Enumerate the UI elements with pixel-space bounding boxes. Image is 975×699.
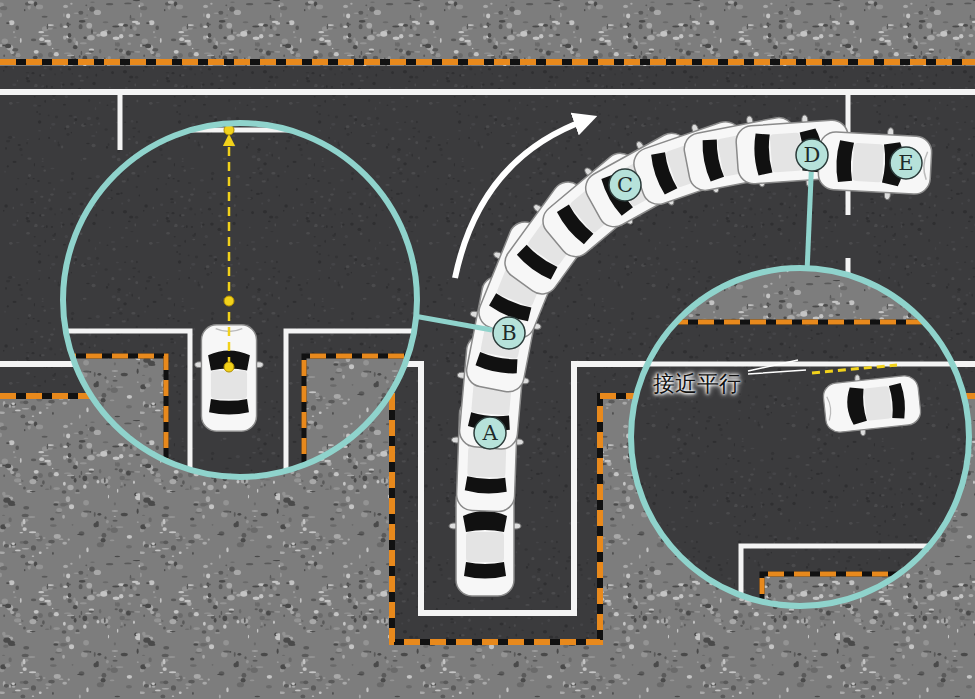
illustration-part bbox=[211, 370, 247, 399]
magnifier-right bbox=[620, 260, 975, 620]
illustration-part bbox=[818, 131, 933, 195]
marker-circle bbox=[474, 417, 506, 449]
curb-line bbox=[60, 356, 166, 480]
guide-dot bbox=[224, 362, 234, 372]
illustration-part bbox=[515, 243, 559, 281]
illustration-part bbox=[201, 325, 256, 431]
leader-line bbox=[807, 172, 811, 268]
car bbox=[195, 325, 263, 431]
step-marker: C bbox=[608, 168, 642, 202]
lane-line bbox=[741, 546, 975, 620]
marker-circle bbox=[493, 317, 525, 349]
illustration-part bbox=[889, 383, 907, 420]
illustration-part bbox=[475, 352, 519, 376]
curb-dash bbox=[60, 356, 166, 480]
illustration-part bbox=[864, 386, 893, 421]
illustration-part bbox=[827, 397, 832, 421]
illustration-part bbox=[463, 511, 507, 532]
magnifier-callout: 接近平行 bbox=[631, 268, 969, 606]
guide-dot bbox=[224, 296, 234, 306]
illustration-part bbox=[466, 532, 504, 562]
step-letter: E bbox=[889, 146, 923, 180]
step-letter: D bbox=[795, 138, 829, 172]
marker-circle bbox=[609, 169, 641, 201]
illustration-part bbox=[465, 476, 508, 494]
illustration-part bbox=[209, 399, 249, 415]
car bbox=[817, 124, 933, 202]
magnifier-left bbox=[60, 120, 420, 480]
illustration-part bbox=[923, 152, 927, 180]
marker-circle bbox=[796, 139, 828, 171]
illustration-part bbox=[753, 133, 772, 176]
step-letter: B bbox=[492, 316, 526, 350]
illustration-part bbox=[60, 356, 166, 480]
car bbox=[821, 369, 922, 440]
step-letter: C bbox=[608, 168, 642, 202]
magnifier-ring bbox=[63, 123, 417, 477]
illustration-part bbox=[762, 574, 975, 620]
lane-line bbox=[0, 89, 975, 95]
illustration-part bbox=[835, 140, 854, 183]
magnifier-ring bbox=[631, 268, 969, 606]
lane-line bbox=[620, 362, 975, 367]
lane-line bbox=[118, 92, 123, 150]
illustration-part bbox=[555, 203, 595, 246]
illustration-part bbox=[700, 138, 724, 182]
step-marker: E bbox=[889, 146, 923, 180]
callout-text: 接近平行 bbox=[653, 369, 741, 399]
step-marker: A bbox=[473, 416, 507, 450]
node-outline bbox=[631, 268, 969, 606]
step-marker: D bbox=[795, 138, 829, 172]
marker-circle bbox=[890, 147, 922, 179]
leader-line bbox=[748, 360, 806, 374]
parallel-line bbox=[812, 365, 897, 373]
curb-dash bbox=[762, 574, 975, 620]
curb-dash bbox=[0, 59, 975, 65]
lane-line bbox=[60, 128, 420, 133]
illustration-part bbox=[649, 150, 678, 195]
illustration-part bbox=[852, 143, 884, 183]
illustration-part bbox=[620, 260, 975, 620]
guide-line bbox=[228, 140, 231, 366]
illustration-part bbox=[60, 120, 420, 480]
lane-line bbox=[60, 331, 190, 480]
leader-line bbox=[414, 316, 492, 330]
curb-line bbox=[762, 574, 975, 620]
curb-line bbox=[0, 59, 975, 65]
step-marker: B bbox=[492, 316, 526, 350]
step-letter: A bbox=[473, 416, 507, 450]
illustration-part bbox=[464, 562, 506, 579]
lane-line bbox=[286, 331, 420, 480]
illustration-part bbox=[467, 446, 506, 477]
illustration-part bbox=[822, 375, 922, 434]
